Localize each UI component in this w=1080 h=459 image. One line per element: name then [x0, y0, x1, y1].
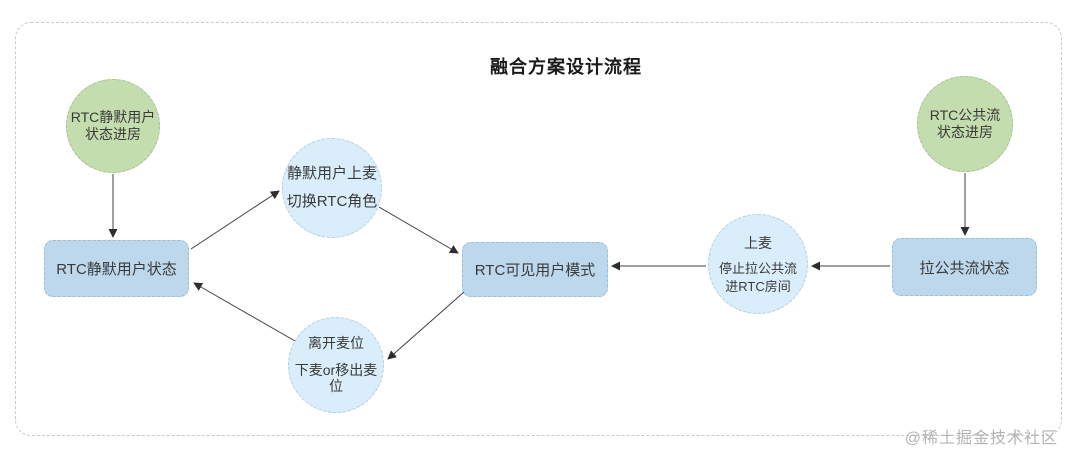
node-label-line: RTC公共流 — [929, 106, 1001, 123]
node-label-line: 上麦 — [744, 234, 772, 251]
node-label-line: RTC静默用户 — [70, 108, 156, 125]
node-label-line: 离开麦位 — [308, 334, 364, 351]
diagram-frame — [15, 22, 1062, 436]
node-label: RTC可见用户模式 — [474, 262, 596, 279]
node-label-line: 进RTC房间 — [725, 278, 791, 294]
event-mic-on-stop-pull-stream: 上麦 停止拉公共流 进RTC房间 — [708, 214, 808, 314]
event-silent-user-mic-on: 静默用户上麦 切换RTC角色 — [282, 138, 382, 238]
node-label-line: 切换RTC角色 — [286, 193, 378, 210]
event-leave-mic: 离开麦位 下麦or移出麦位 — [288, 317, 384, 413]
node-label-line: 状态进房 — [937, 124, 993, 140]
node-label-line: 静默用户上麦 — [286, 165, 377, 182]
node-label-line: 下麦or移出麦位 — [294, 361, 378, 395]
node-label-line: 状态进房 — [85, 126, 141, 142]
start-node-silent-user: RTC静默用户 状态进房 — [66, 79, 160, 173]
state-rtc-silent-user: RTC静默用户状态 — [44, 240, 189, 297]
node-label-line: 停止拉公共流 — [718, 260, 797, 276]
start-node-public-stream: RTC公共流 状态进房 — [917, 76, 1013, 172]
diagram-title: 融合方案设计流程 — [490, 57, 642, 77]
watermark: @稀土掘金技术社区 — [904, 430, 1058, 447]
node-label: 拉公共流状态 — [919, 259, 1010, 277]
state-pull-public-stream: 拉公共流状态 — [892, 238, 1037, 296]
state-rtc-visible-user: RTC可见用户模式 — [462, 242, 608, 297]
node-label: RTC静默用户状态 — [56, 261, 177, 278]
